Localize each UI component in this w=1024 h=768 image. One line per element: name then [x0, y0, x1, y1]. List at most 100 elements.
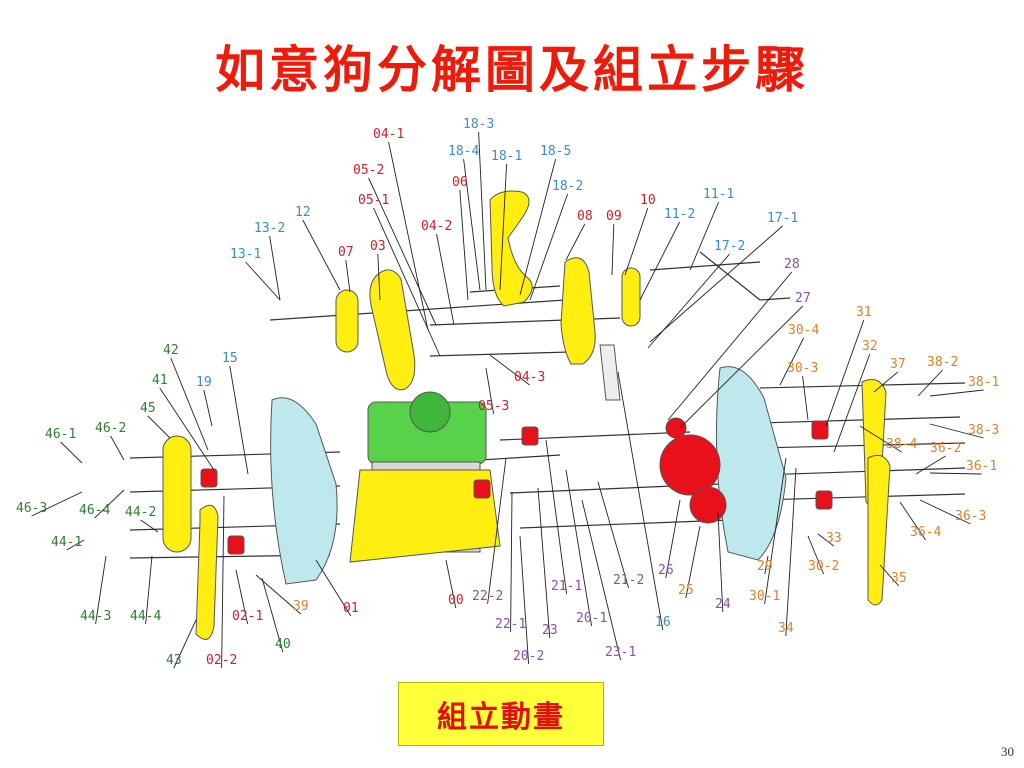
part-label-17-2: 17-2	[714, 239, 745, 254]
leader-line-18-3	[478, 131, 487, 291]
leader-line-13-1	[245, 261, 281, 301]
part-label-36-1: 36-1	[966, 459, 997, 474]
leader-line-11-1	[689, 201, 720, 271]
leader-line-22-1	[510, 491, 513, 633]
leader-line-18-2	[529, 193, 569, 301]
leader-line-22-2	[487, 457, 507, 605]
part-label-06: 06	[452, 175, 468, 190]
part-label-02-1: 02-1	[232, 609, 263, 624]
part-label-01: 01	[343, 601, 359, 616]
part-label-17-1: 17-1	[767, 211, 798, 226]
part-label-18-5: 18-5	[540, 144, 571, 159]
leader-line-35	[879, 564, 900, 587]
part-label-05-3: 05-3	[478, 399, 509, 414]
leader-line-45	[147, 415, 171, 439]
part-label-36-4: 36-4	[910, 525, 941, 540]
leader-line-11-2	[639, 221, 681, 301]
part-label-00: 00	[448, 593, 464, 608]
leader-line-43	[173, 619, 197, 669]
leader-line-27	[679, 305, 804, 429]
leader-line-38-2	[917, 369, 943, 397]
leader-line-44-1	[66, 539, 85, 551]
part-label-18-1: 18-1	[491, 149, 522, 164]
part-label-36-2: 36-2	[930, 441, 961, 456]
part-label-44-4: 44-4	[130, 609, 161, 624]
leader-line-18-1	[499, 163, 508, 291]
leader-line-32	[833, 353, 871, 453]
assembly-axis	[519, 519, 731, 529]
leader-line-04-2	[436, 233, 455, 326]
leader-line-44-4	[145, 555, 153, 625]
leader-line-17-2	[647, 253, 730, 349]
red-spacer	[473, 479, 491, 499]
part-label-21-2: 21-2	[613, 573, 644, 588]
bracket-16	[599, 344, 621, 401]
part-label-02-2: 02-2	[206, 653, 237, 668]
part-label-11-1: 11-1	[703, 187, 734, 202]
part-label-46-2: 46-2	[95, 421, 126, 436]
part-label-23-1: 23-1	[605, 645, 636, 660]
part-label-34: 34	[778, 621, 794, 636]
leader-line-29	[764, 555, 769, 575]
part-label-44-3: 44-3	[80, 609, 111, 624]
leader-line-46-3	[31, 491, 83, 517]
assembly-axis	[759, 442, 966, 449]
part-label-05-2: 05-2	[353, 163, 384, 178]
leader-line-05-1	[373, 207, 441, 357]
leader-line-16	[617, 371, 664, 631]
leader-line-23-1	[581, 499, 622, 661]
part-label-37: 37	[890, 357, 906, 372]
leader-line-05-2	[368, 177, 437, 326]
leader-line-34	[785, 467, 797, 637]
part-label-46-1: 46-1	[45, 427, 76, 442]
leader-line-30-3	[802, 375, 809, 421]
leader-line-07	[345, 259, 351, 293]
assembly-animation-button[interactable]: 組立動畫	[398, 682, 604, 746]
part-label-18-3: 18-3	[463, 117, 494, 132]
leader-line-19	[203, 389, 213, 427]
base-00	[349, 469, 501, 563]
parts-layer	[162, 190, 891, 640]
part-label-09: 09	[606, 209, 622, 224]
leader-line-38-1	[929, 389, 984, 397]
leader-line-24	[717, 511, 724, 613]
part-label-20-2: 20-2	[513, 649, 544, 664]
leader-line-04-1	[388, 141, 429, 331]
side-plate-15	[270, 397, 338, 585]
part-label-08: 08	[577, 209, 593, 224]
part-label-32: 32	[862, 339, 878, 354]
leader-line-46-1	[60, 441, 83, 464]
part-label-22-2: 22-2	[472, 589, 503, 604]
leader-line-30-1	[764, 457, 787, 605]
part-label-33: 33	[826, 531, 842, 546]
leader-line-06	[459, 189, 469, 301]
leader-line-26	[665, 499, 681, 579]
leader-line-03	[377, 253, 381, 301]
leader-line-00	[445, 559, 457, 609]
part-label-38-2: 38-2	[927, 355, 958, 370]
leader-line-02-1	[235, 569, 249, 625]
leader-line-46-2	[110, 435, 125, 461]
part-label-13-2: 13-2	[254, 221, 285, 236]
leader-line-18-4	[463, 158, 481, 291]
link-07	[335, 289, 359, 353]
leader-line-09	[611, 223, 615, 276]
part-label-27: 27	[795, 291, 811, 306]
part-label-39: 39	[293, 599, 309, 614]
part-label-07: 07	[338, 245, 354, 260]
part-label-40: 40	[275, 637, 291, 652]
leader-line-36-2	[915, 455, 946, 475]
leader-line-30-2	[807, 535, 825, 575]
part-label-28: 28	[784, 257, 800, 272]
red-spacer	[521, 426, 539, 446]
assembly-axis	[479, 454, 561, 461]
leader-line-21-2	[597, 481, 630, 589]
leader-line-01	[315, 559, 352, 617]
assembly-axis	[759, 467, 966, 476]
assembly-axis	[699, 251, 761, 301]
leader-line-23	[537, 487, 551, 639]
red-spacer	[227, 535, 245, 555]
leader-line-28	[667, 271, 793, 421]
leg-43	[195, 504, 219, 640]
